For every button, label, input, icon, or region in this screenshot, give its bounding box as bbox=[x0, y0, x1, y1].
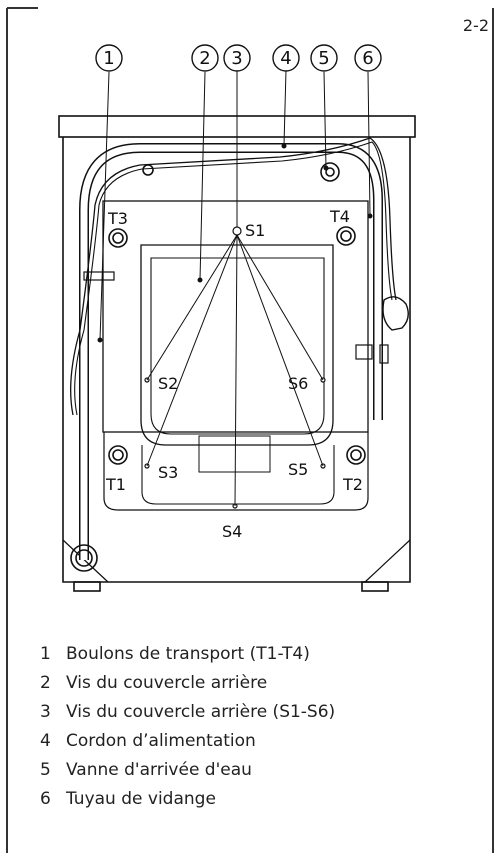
legend-item: 2 Vis du couvercle arrière bbox=[40, 669, 335, 698]
cabinet bbox=[62, 137, 411, 583]
callout-3-circle bbox=[223, 44, 251, 72]
inner-panel bbox=[140, 244, 334, 446]
power-cord bbox=[70, 137, 397, 416]
callout-1-circle bbox=[95, 44, 123, 72]
callout-4: 4 bbox=[280, 48, 291, 69]
label-window bbox=[198, 435, 271, 473]
hose-end bbox=[70, 544, 98, 572]
washing-machine-rear-diagram: 1 2 3 4 5 6 T3 T4 T1 T2 S1 S2 S6 S3 S5 S… bbox=[58, 44, 416, 592]
callout-5: 5 bbox=[318, 48, 329, 69]
legend-number: 5 bbox=[40, 760, 51, 780]
legend-item: 4 Cordon d’alimentation bbox=[40, 727, 335, 756]
legend-item: 5 Vanne d'arrivée d'eau bbox=[40, 756, 335, 785]
bolt-T4 bbox=[336, 226, 356, 246]
callout-3: 3 bbox=[231, 48, 242, 69]
bolt-T1 bbox=[108, 445, 128, 465]
label-S5: S5 bbox=[288, 460, 308, 479]
legend-number: 1 bbox=[40, 644, 51, 664]
callout-1: 1 bbox=[103, 48, 114, 69]
legend-text: Vis du couvercle arrière (S1-S6) bbox=[66, 702, 336, 722]
legend-text: Tuyau de vidange bbox=[66, 789, 216, 809]
legend-item: 1 Boulons de transport (T1-T4) bbox=[40, 640, 335, 669]
bolt-T3 bbox=[108, 228, 128, 248]
label-T4: T4 bbox=[329, 207, 350, 226]
legend-item: 3 Vis du couvercle arrière (S1-S6) bbox=[40, 698, 335, 727]
bolt-T2 bbox=[346, 445, 366, 465]
label-S1: S1 bbox=[245, 221, 265, 240]
legend-number: 6 bbox=[40, 789, 51, 809]
callout-6: 6 bbox=[362, 48, 373, 69]
callout-5-circle bbox=[310, 44, 338, 72]
foot-right bbox=[361, 581, 389, 592]
legend-text: Vanne d'arrivée d'eau bbox=[66, 760, 252, 780]
legend-text: Boulons de transport (T1-T4) bbox=[66, 644, 310, 664]
callout-4-circle bbox=[272, 44, 300, 72]
legend-number: 4 bbox=[40, 731, 51, 751]
legend-number: 2 bbox=[40, 673, 51, 693]
callout-2-circle bbox=[191, 44, 219, 72]
legend-number: 3 bbox=[40, 702, 51, 722]
foot-left bbox=[73, 581, 101, 592]
callout-6-circle bbox=[354, 44, 382, 72]
label-T2: T2 bbox=[342, 475, 363, 494]
legend-text: Cordon d’alimentation bbox=[66, 731, 256, 751]
power-plug bbox=[382, 296, 409, 331]
label-S6: S6 bbox=[288, 374, 308, 393]
water-valve bbox=[320, 162, 340, 182]
callout-2: 2 bbox=[199, 48, 210, 69]
label-T1: T1 bbox=[105, 475, 126, 494]
label-S3: S3 bbox=[158, 463, 178, 482]
legend-text: Vis du couvercle arrière bbox=[66, 673, 268, 693]
label-T3: T3 bbox=[107, 209, 128, 228]
legend-item: 6 Tuyau de vidange bbox=[40, 785, 335, 814]
page-id: 2-2 bbox=[462, 16, 489, 35]
screw-S1 bbox=[232, 226, 242, 236]
label-S2: S2 bbox=[158, 374, 178, 393]
label-S4: S4 bbox=[222, 522, 242, 541]
